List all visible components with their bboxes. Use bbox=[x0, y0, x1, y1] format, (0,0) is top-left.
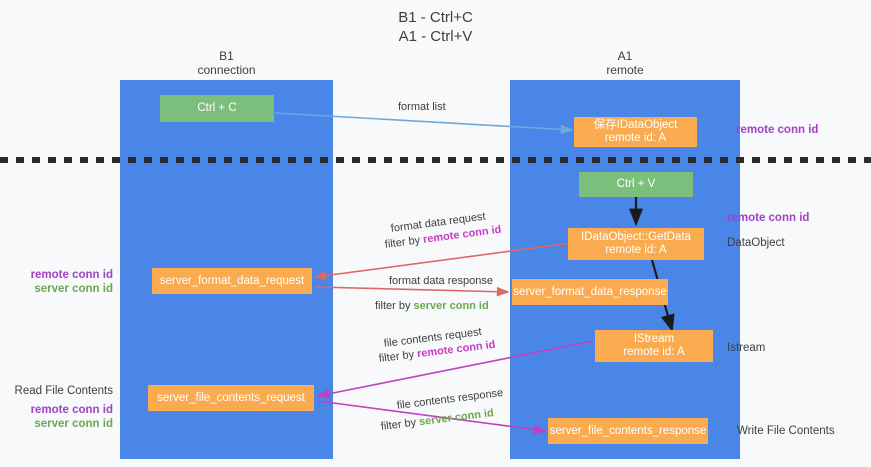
annotation-left-server-conn-id-bottom: server conn id bbox=[34, 418, 113, 430]
filter-key-server-conn-id: server conn id bbox=[413, 300, 489, 312]
annotation-read-file-contents: Read File Contents bbox=[14, 385, 113, 397]
filter-prefix: filter by bbox=[380, 416, 420, 433]
annotation-left-remote-conn-id-mid: remote conn id bbox=[30, 269, 113, 281]
edge-label-format-list: format list bbox=[398, 101, 446, 113]
column-header-b1-name: B1 bbox=[219, 49, 234, 63]
filter-prefix: filter by bbox=[384, 233, 424, 251]
page-title-line1: B1 - Ctrl+C bbox=[398, 9, 473, 26]
node-server-format-data-response[interactable]: server_format_data_response bbox=[512, 279, 668, 305]
page-title-line2: A1 - Ctrl+V bbox=[398, 28, 473, 45]
filter-prefix: filter by bbox=[375, 300, 414, 312]
node-server-file-contents-response[interactable]: server_file_contents_response bbox=[548, 418, 708, 444]
edge-label-format-data-response-filter: filter by server conn id bbox=[375, 299, 489, 313]
annotation-left-server-conn-id-mid: server conn id bbox=[34, 283, 113, 295]
node-save-idataobject-line2: remote id: A bbox=[604, 132, 667, 144]
annotation-remote-conn-id-mid: remote conn id bbox=[727, 212, 810, 224]
annotation-istream: Istream bbox=[727, 342, 766, 354]
column-header-b1-role: connection bbox=[197, 63, 256, 77]
annotation-data-object: DataObject bbox=[727, 237, 785, 249]
node-istream-line1: IStream bbox=[633, 333, 675, 345]
annotation-left-remote-conn-id-bottom: remote conn id bbox=[30, 404, 113, 416]
section-divider bbox=[0, 157, 871, 163]
column-header-a1-role: remote bbox=[606, 63, 644, 77]
node-server-format-data-request[interactable]: server_format_data_request bbox=[152, 268, 312, 294]
node-ctrl-v[interactable]: Ctrl + V bbox=[579, 172, 693, 197]
node-idataobject-getdata[interactable]: IDataObject::GetData remote id: A bbox=[568, 228, 704, 260]
node-idataobject-getdata-line1: IDataObject::GetData bbox=[581, 231, 691, 243]
node-ctrl-c[interactable]: Ctrl + C bbox=[160, 95, 274, 122]
filter-prefix: filter by bbox=[378, 348, 418, 365]
node-istream-line2: remote id: A bbox=[623, 346, 685, 358]
filter-key-server-conn-id: server conn id bbox=[418, 407, 495, 429]
annotation-remote-conn-id-top: remote conn id bbox=[736, 124, 819, 136]
edge-label-format-data-response: format data response bbox=[389, 275, 493, 287]
node-idataobject-getdata-line2: remote id: A bbox=[605, 244, 667, 256]
column-header-a1-name: A1 bbox=[617, 49, 633, 63]
annotation-write-file-contents: Write File Contents bbox=[737, 425, 835, 437]
node-save-idataobject[interactable]: 保存IDataObject remote id: A bbox=[574, 117, 697, 147]
node-istream[interactable]: IStream remote id: A bbox=[595, 330, 713, 362]
node-save-idataobject-line1: 保存IDataObject bbox=[593, 119, 678, 131]
node-server-file-contents-request[interactable]: server_file_contents_request bbox=[148, 385, 314, 411]
